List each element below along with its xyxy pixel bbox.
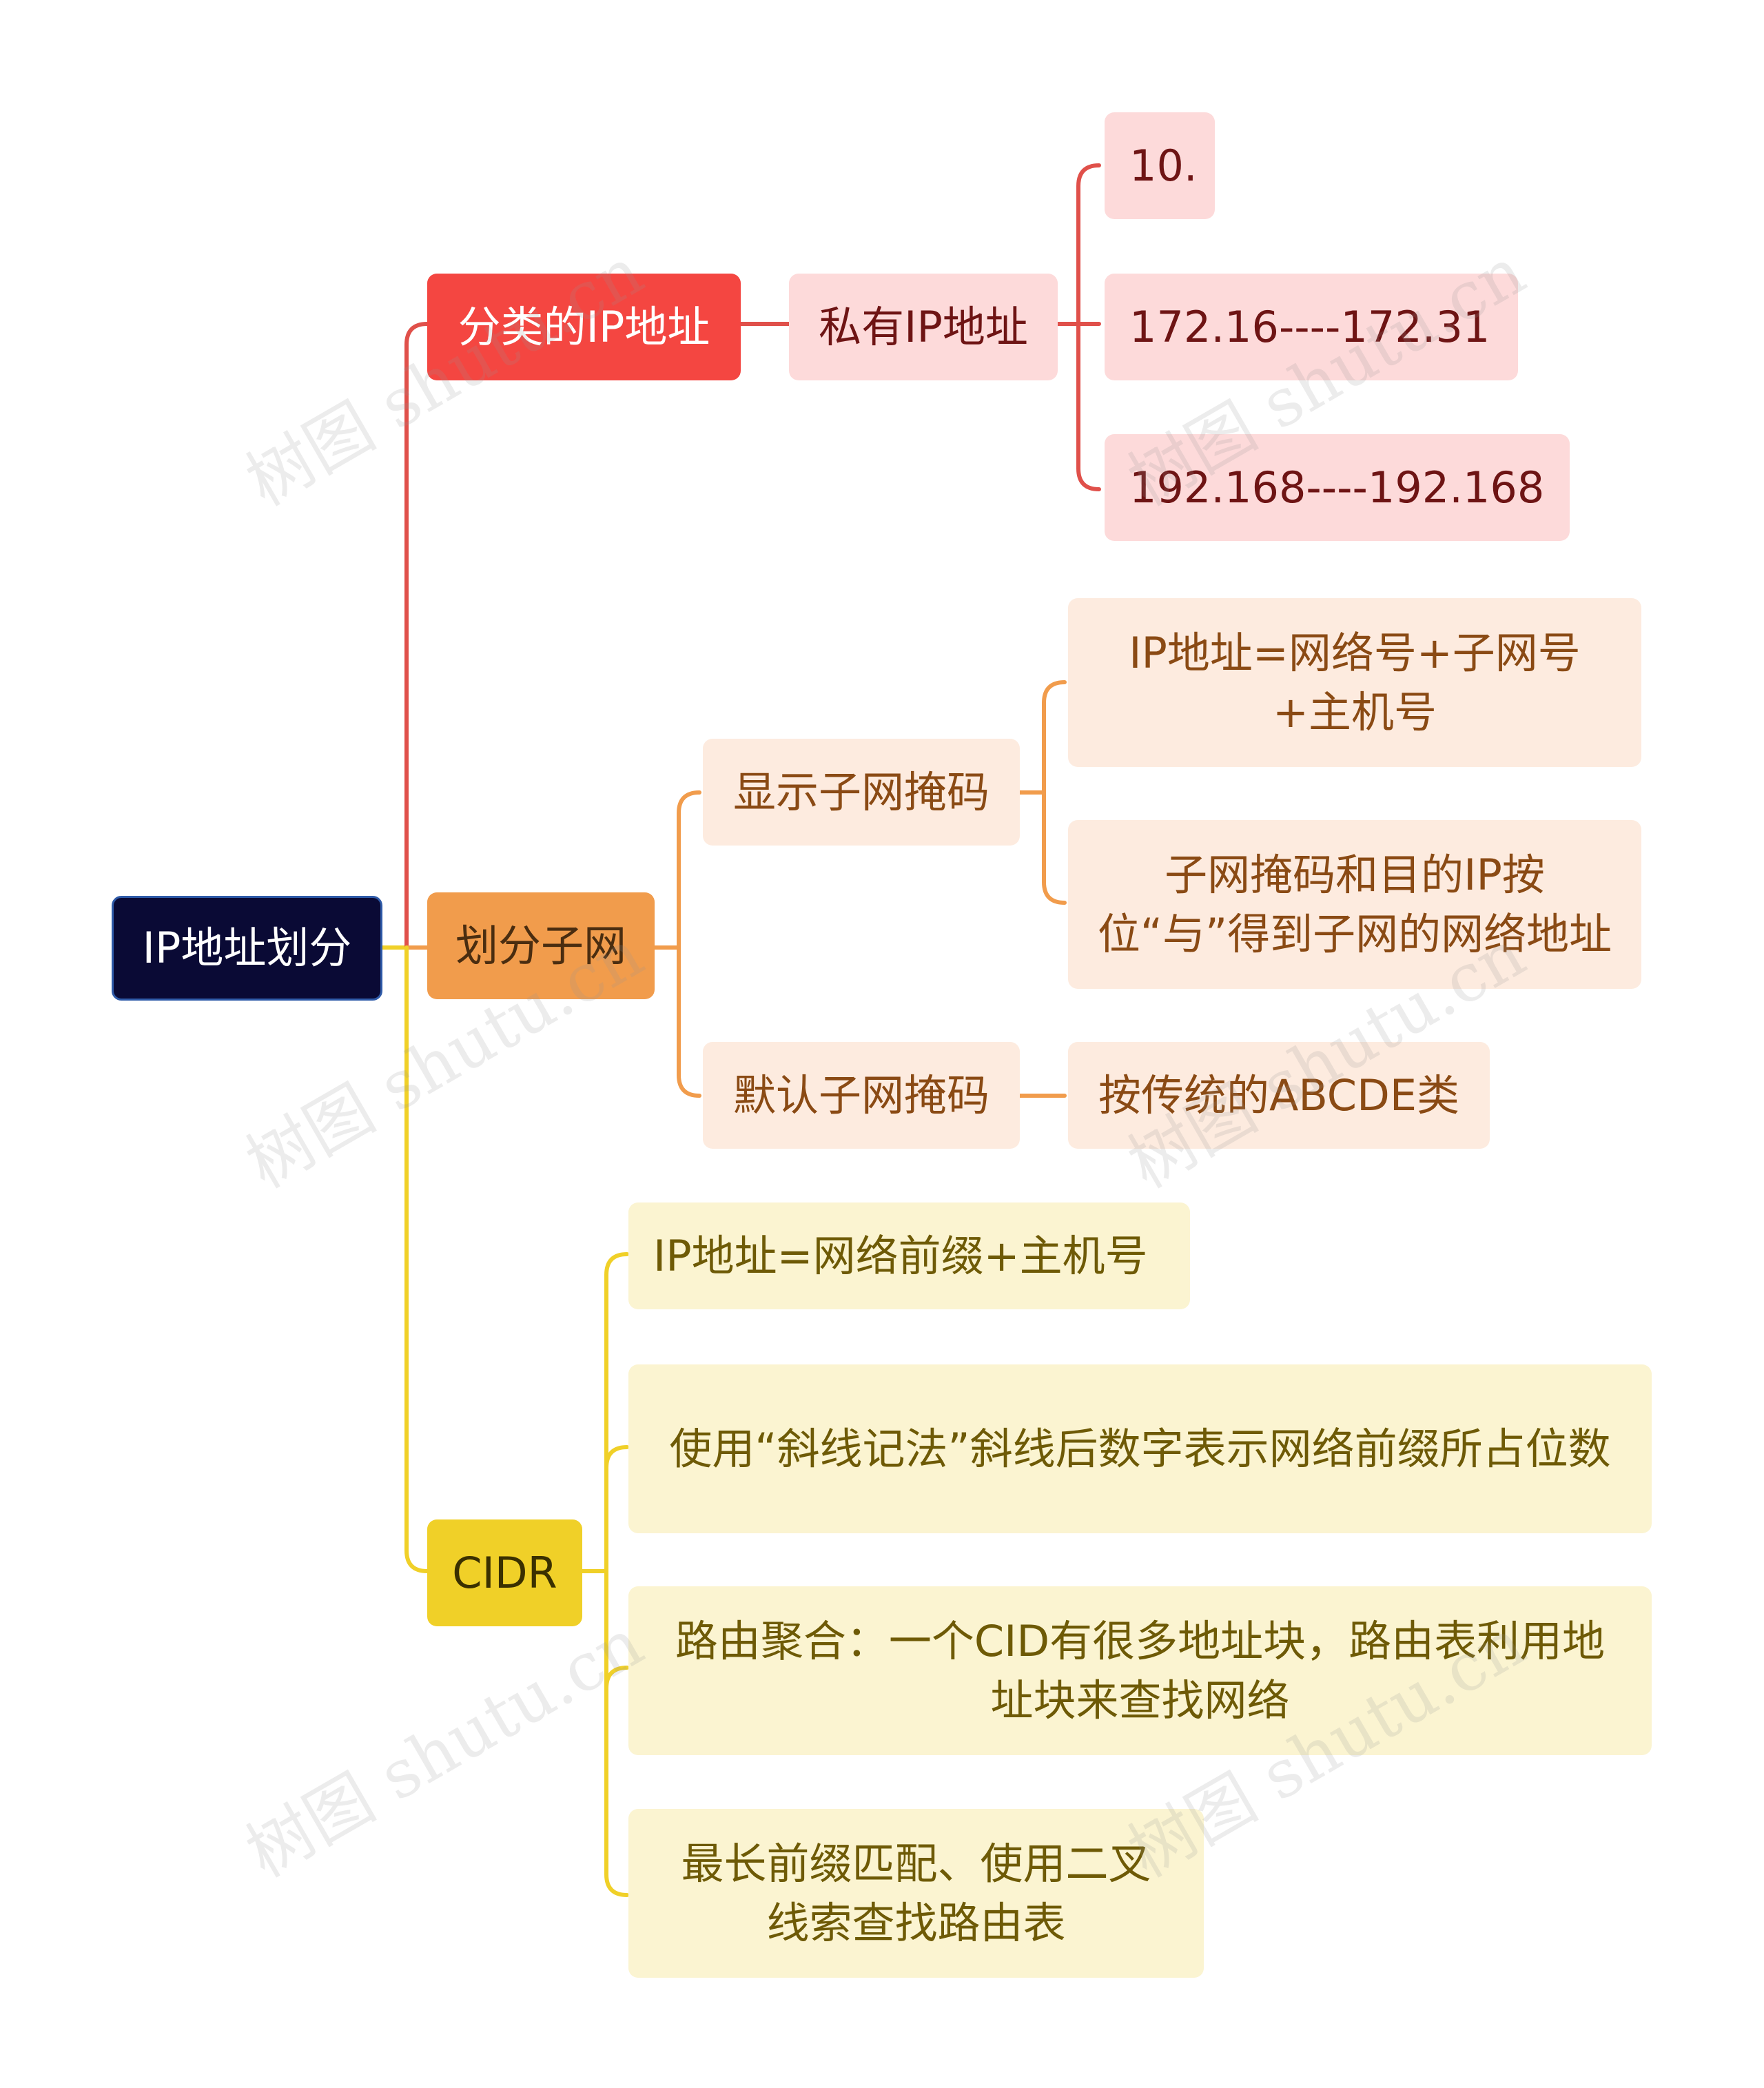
branch-label: 分类的IP地址 <box>458 301 710 352</box>
leaf-slash-notation[interactable]: 使用“斜线记法”斜线后数字表示网络前缀所占位数 <box>628 1364 1652 1533</box>
leaf-label: 172.16----172.31 <box>1129 301 1490 352</box>
leaf-longest-prefix[interactable]: 最长前缀匹配、使用二叉线索查找路由表 <box>628 1809 1204 1978</box>
leaf-cidr-prefix[interactable]: IP地址=网络前缀+主机号 <box>628 1202 1190 1309</box>
node-private-ip[interactable]: 私有IP地址 <box>789 274 1058 380</box>
branch-classful-ip[interactable]: 分类的IP地址 <box>427 274 741 380</box>
leaf-label: IP地址=网络前缀+主机号 <box>653 1230 1148 1281</box>
branch-subnetting[interactable]: 划分子网 <box>427 892 655 999</box>
leaf-label: IP地址=网络号+子网号+主机号 <box>1129 627 1581 737</box>
branch-cidr[interactable]: CIDR <box>427 1519 582 1626</box>
root-label: IP地址划分 <box>142 923 352 974</box>
leaf-label: 按传统的ABCDE类 <box>1098 1069 1460 1120</box>
leaf-ip-subnet-formula[interactable]: IP地址=网络号+子网号+主机号 <box>1068 598 1641 767</box>
leaf-mask-and[interactable]: 子网掩码和目的IP按位“与”得到子网的网络地址 <box>1068 820 1641 989</box>
branch-label: 划分子网 <box>455 920 626 971</box>
node-label: 显示子网掩码 <box>732 766 989 817</box>
leaf-abcde-classes[interactable]: 按传统的ABCDE类 <box>1068 1042 1490 1149</box>
leaf-label: 子网掩码和目的IP按位“与”得到子网的网络地址 <box>1097 849 1612 959</box>
node-default-mask[interactable]: 默认子网掩码 <box>703 1042 1020 1149</box>
leaf-private-10[interactable]: 10. <box>1105 112 1215 219</box>
branch-label: CIDR <box>452 1547 557 1598</box>
root-node[interactable]: IP地址划分 <box>112 896 382 1001</box>
leaf-label: 使用“斜线记法”斜线后数字表示网络前缀所占位数 <box>669 1423 1611 1474</box>
leaf-label: 192.168----192.168 <box>1129 462 1545 513</box>
leaf-label: 路由聚合：一个CID有很多地址块，路由表利用地址块来查找网络 <box>675 1615 1606 1726</box>
leaf-private-172[interactable]: 172.16----172.31 <box>1105 274 1518 380</box>
node-explicit-mask[interactable]: 显示子网掩码 <box>703 739 1020 846</box>
node-label: 私有IP地址 <box>819 301 1028 352</box>
leaf-label: 10. <box>1129 140 1198 191</box>
leaf-route-aggregation[interactable]: 路由聚合：一个CID有很多地址块，路由表利用地址块来查找网络 <box>628 1586 1652 1755</box>
node-label: 默认子网掩码 <box>732 1069 989 1120</box>
leaf-label: 最长前缀匹配、使用二叉线索查找路由表 <box>681 1838 1151 1948</box>
leaf-private-192[interactable]: 192.168----192.168 <box>1105 434 1570 541</box>
